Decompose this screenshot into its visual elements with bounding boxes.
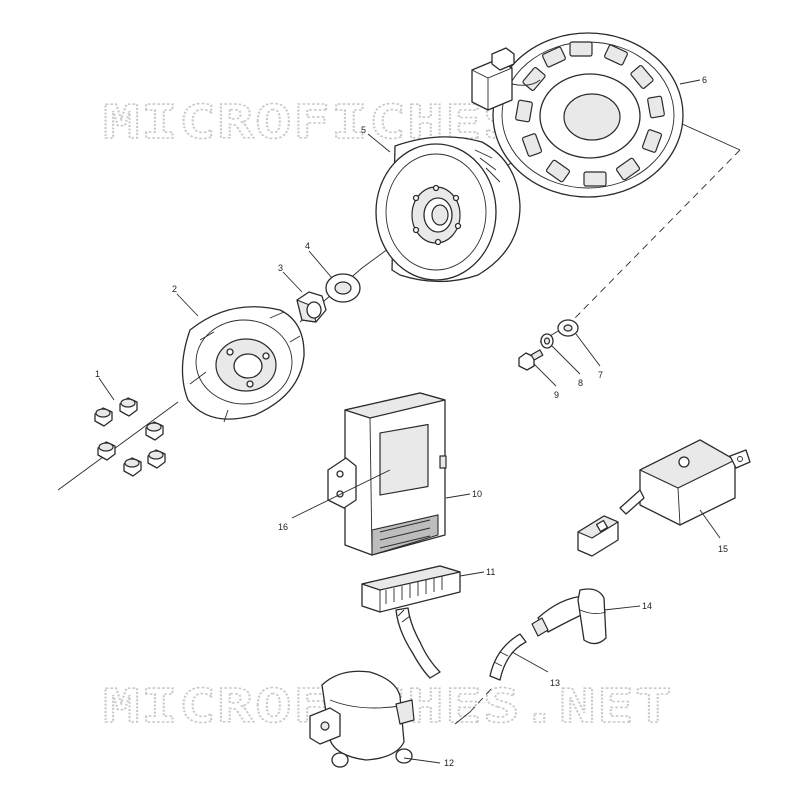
callout-11: 11 [486, 567, 495, 577]
callout-4: 4 [305, 241, 310, 251]
callout-3: 3 [278, 263, 283, 273]
bolt-4 [97, 441, 116, 461]
flat-washer [557, 319, 579, 337]
voltage-regulator [577, 439, 751, 557]
cdi-module [327, 392, 447, 556]
callout-8: 8 [578, 378, 583, 388]
stator-wire-connector [471, 47, 541, 111]
callout-13: 13 [550, 678, 560, 688]
starter-cup [181, 306, 305, 423]
bolt-2 [119, 397, 138, 417]
flywheel-washer [325, 273, 361, 303]
flywheel-nut [296, 291, 327, 323]
flywheel [375, 136, 521, 283]
cdi-mounting-tab [327, 457, 357, 509]
spark-plug-cap [531, 588, 607, 645]
callout-leaders [98, 79, 721, 764]
callout-6: 6 [702, 75, 707, 85]
wiring-connector [361, 565, 461, 679]
callout-10: 10 [472, 489, 482, 499]
callout-9: 9 [554, 390, 559, 400]
bolt-3 [145, 421, 164, 441]
bolt-6 [147, 449, 166, 469]
bolt-5 [123, 457, 142, 477]
callout-7: 7 [598, 370, 603, 380]
regulator-plug [577, 515, 619, 557]
coil-mounting-tab [309, 707, 341, 745]
stator-pole-teeth [515, 41, 665, 187]
ignition-coil [309, 670, 415, 768]
retaining-screw [518, 349, 544, 371]
callout-16: 16 [278, 522, 288, 532]
high-tension-lead [489, 633, 527, 681]
callout-15: 15 [718, 544, 728, 554]
callout-numbers: 1 2 3 4 5 6 7 8 9 10 11 12 13 14 15 16 [95, 75, 728, 768]
callout-12: 12 [444, 758, 454, 768]
flywheel-bolt-holes [412, 184, 462, 246]
callout-5: 5 [361, 125, 366, 135]
stator [471, 32, 684, 198]
bolt-1 [94, 407, 113, 427]
callout-1: 1 [95, 369, 100, 379]
mounting-bolts [94, 397, 166, 477]
lock-washer [540, 333, 554, 349]
callout-14: 14 [642, 601, 652, 611]
callout-2: 2 [172, 284, 177, 294]
